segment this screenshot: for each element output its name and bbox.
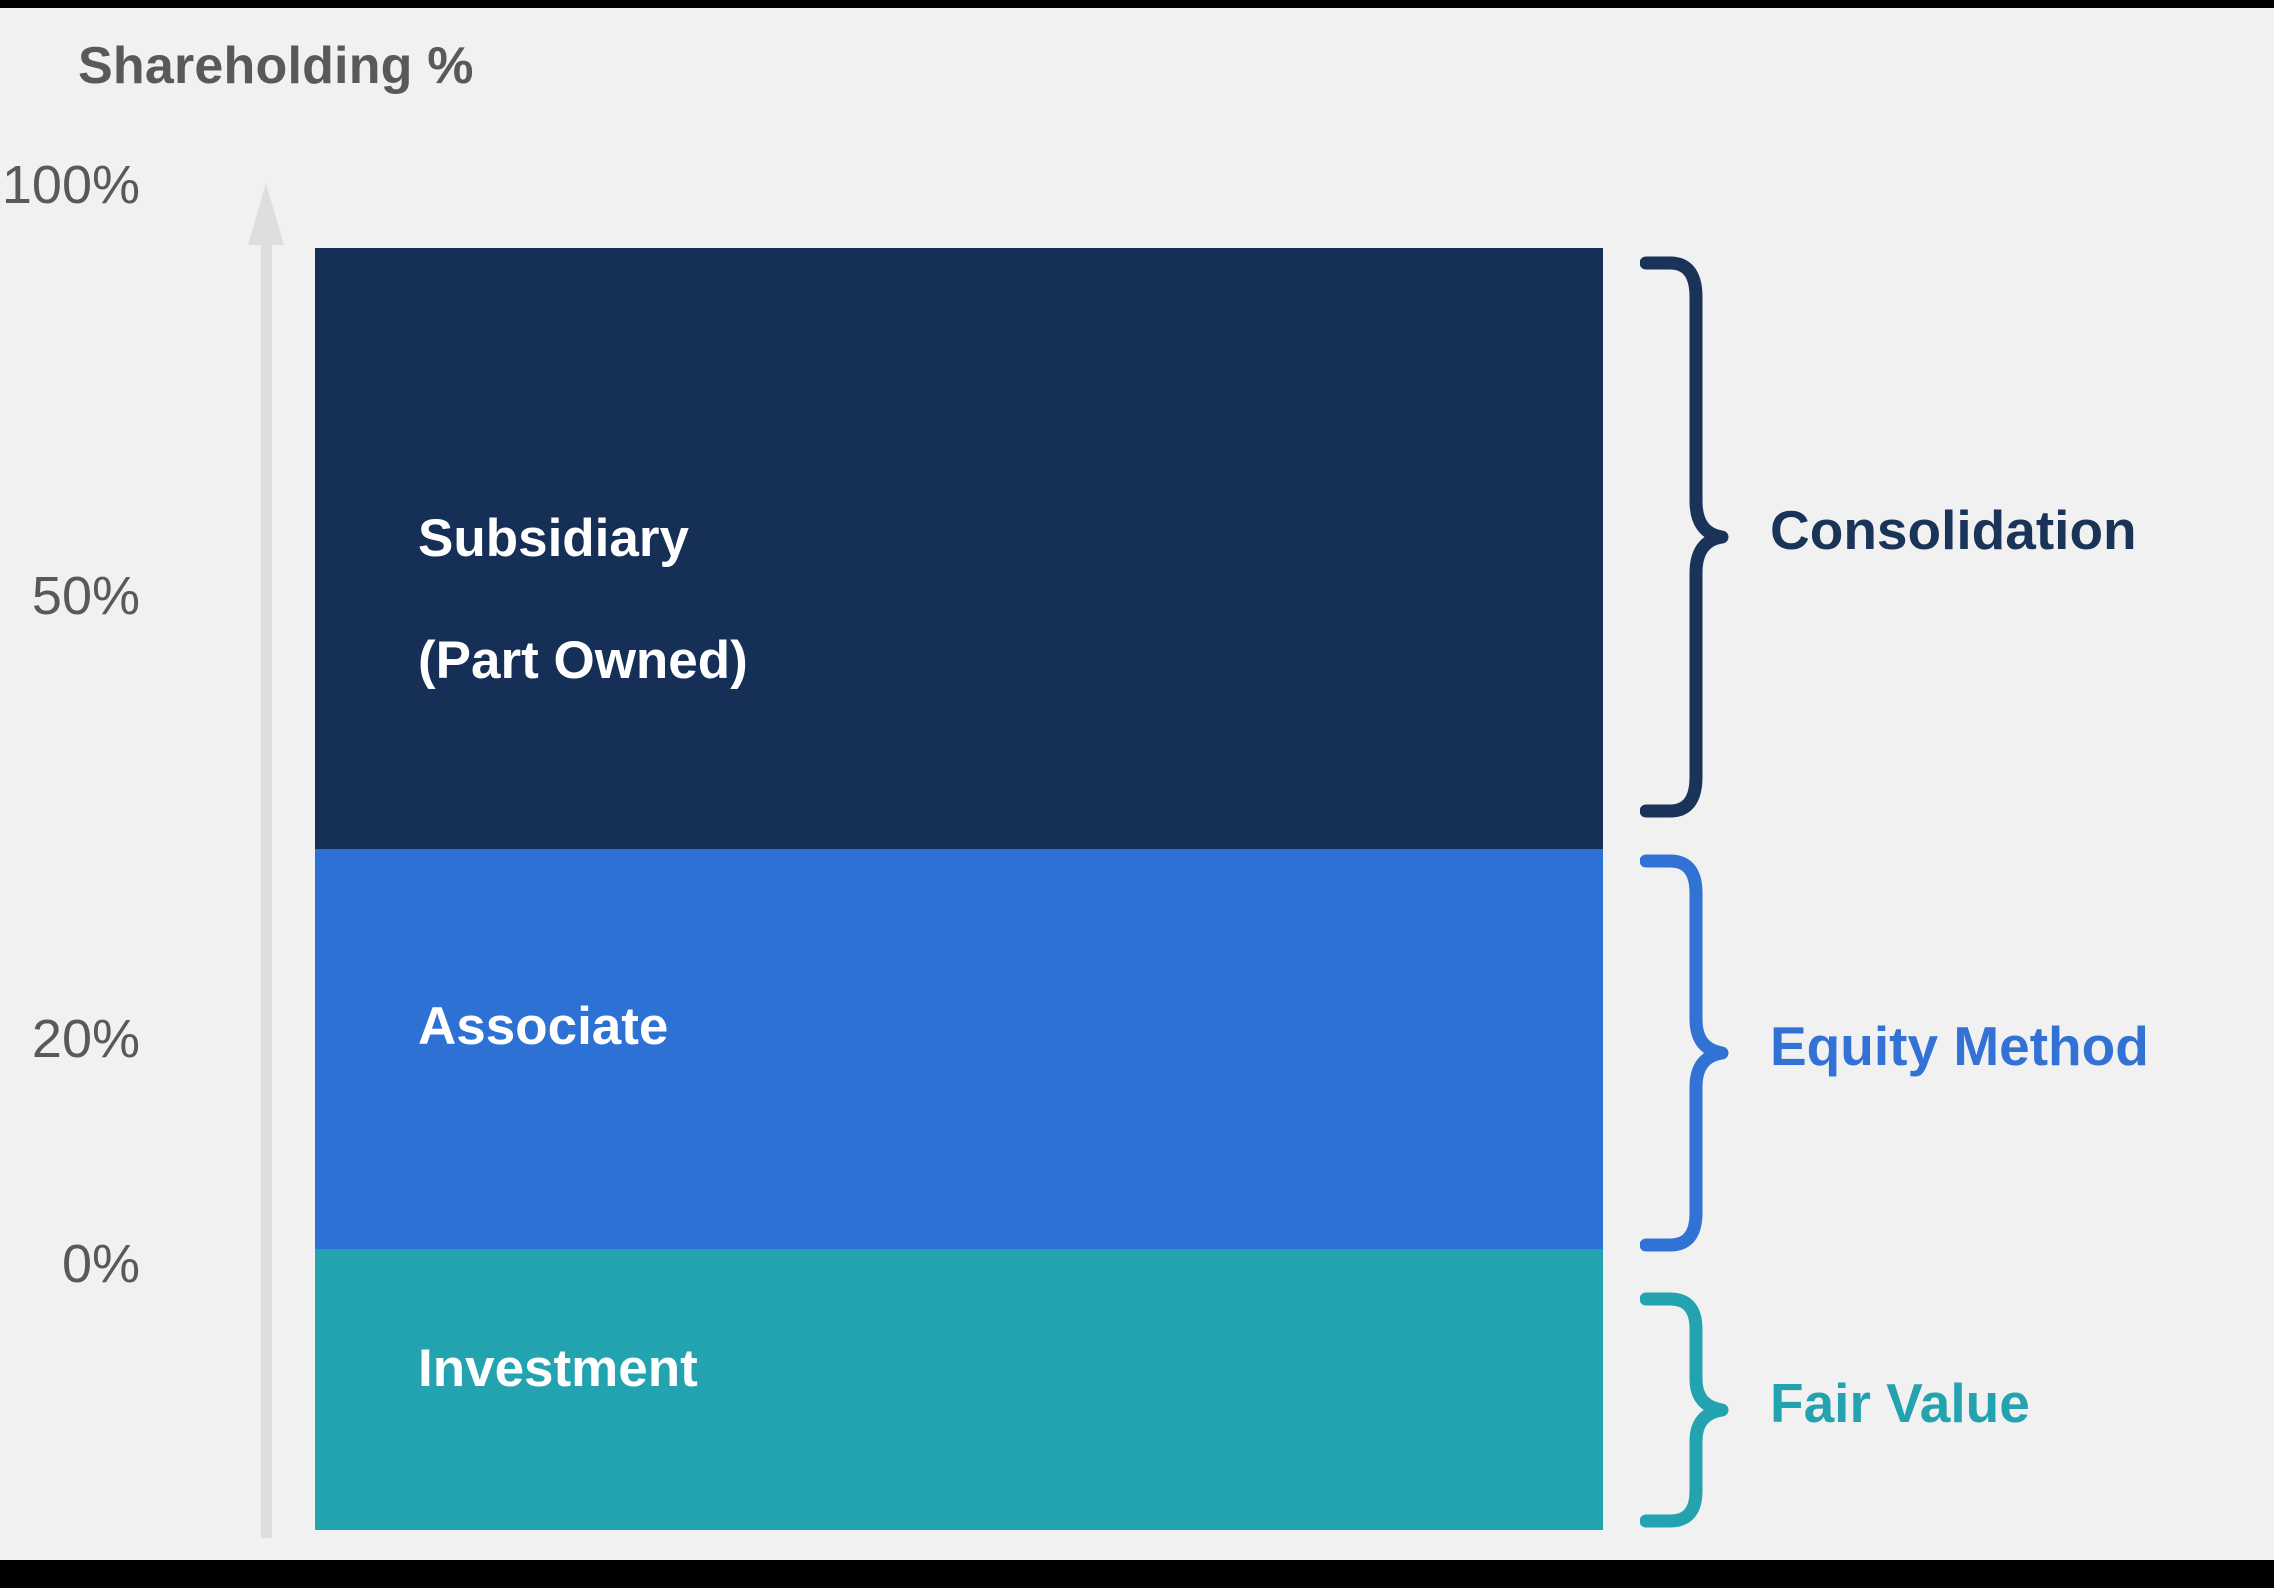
bar-segment-label-associate: Associate <box>418 997 669 1056</box>
y-tick-100: 100% <box>1 155 140 215</box>
axis-shaft <box>261 239 272 1538</box>
bracket-fair-value: Fair Value <box>1640 1291 2240 1529</box>
chart-background: Shareholding % 100% 50% 20% 0% Subsidiar… <box>0 8 2274 1560</box>
bar-segment-label-investment: Investment <box>418 1339 698 1398</box>
y-tick-20: 20% <box>31 1009 140 1069</box>
bracket-equity-method: Equity Method <box>1640 853 2240 1253</box>
page-title: Shareholding % <box>78 37 474 95</box>
y-axis-arrow <box>248 183 284 1538</box>
bracket-label-consolidation: Consolidation <box>1770 499 2137 561</box>
subsidiary-label-line1: Subsidiary <box>418 508 689 568</box>
y-tick-50: 50% <box>31 566 140 626</box>
bracket-consolidation: Consolidation <box>1640 255 2240 819</box>
subsidiary-label-line2: (Part Owned) <box>418 630 748 690</box>
stacked-bar: Subsidiary (Part Owned) Associate Invest… <box>315 248 1603 1530</box>
bar-segment-associate[interactable]: Associate <box>315 849 1603 1249</box>
bracket-label-equity-method: Equity Method <box>1770 1015 2149 1077</box>
y-tick-0: 0% <box>61 1234 140 1294</box>
bar-segment-subsidiary[interactable]: Subsidiary (Part Owned) <box>315 248 1603 849</box>
brace-icon-consolidation <box>1640 256 1729 818</box>
brace-icon-equity-method <box>1640 854 1729 1252</box>
arrow-head-icon <box>248 183 284 245</box>
bracket-label-fair-value: Fair Value <box>1770 1372 2030 1434</box>
brace-icon-fair-value <box>1640 1292 1729 1528</box>
bar-segment-label-subsidiary: Subsidiary (Part Owned) <box>418 448 748 692</box>
bar-segment-investment[interactable]: Investment <box>315 1249 1603 1530</box>
